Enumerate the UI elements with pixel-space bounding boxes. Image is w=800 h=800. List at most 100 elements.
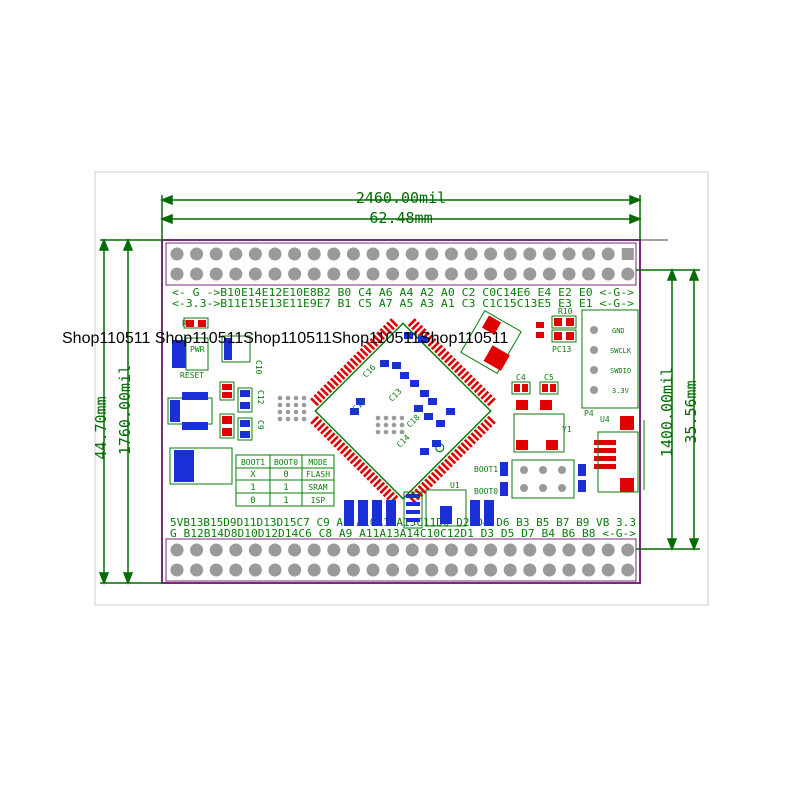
header-pin [248, 247, 262, 261]
header-pin [464, 267, 478, 281]
mcu-pin [326, 380, 336, 390]
header-pin [190, 563, 204, 577]
header-pin [366, 543, 380, 557]
mcu-pin [323, 384, 333, 394]
ldo-regulator [460, 310, 522, 374]
via [285, 416, 291, 422]
header-pin-square [621, 248, 634, 260]
via [277, 395, 283, 401]
mcu-pin [359, 347, 369, 357]
mcu-pin [333, 374, 343, 384]
mcu-chip [310, 318, 496, 504]
header-pin [562, 247, 576, 261]
bottom-header-outline [165, 538, 637, 582]
header-pin [346, 267, 360, 281]
boot-table-cell: FLASH [306, 470, 330, 479]
header-pin [425, 543, 439, 557]
header-pin [288, 267, 302, 281]
header-pin [386, 267, 400, 281]
mcu-pin [320, 425, 329, 435]
label-y1: Y1 [562, 425, 572, 434]
pwr-led [172, 337, 209, 371]
mcu-pin [333, 438, 343, 448]
header-pin [307, 267, 321, 281]
boot-table-cell: 0 [250, 496, 255, 506]
mcu-pin [440, 351, 450, 361]
mcu-pin [420, 481, 430, 491]
mcu-pin [486, 415, 496, 425]
header-pin [268, 543, 282, 557]
header-pin [444, 563, 458, 577]
r1-r2-resistors [219, 381, 235, 439]
mcu-pin [434, 344, 444, 354]
swd-pin-gnd: GND [612, 327, 625, 335]
mcu-pin [316, 422, 326, 432]
header-pin [229, 543, 243, 557]
mcu-pin [473, 428, 483, 438]
header-pin [229, 267, 243, 281]
header-pin [268, 247, 282, 261]
c10-capacitor [221, 335, 251, 363]
watermark-text: Shop110511 Shop110511Shop110511Shop11051… [62, 330, 508, 347]
mcu-pin [359, 465, 369, 475]
header-pin [229, 247, 243, 261]
label-boot1: BOOT1 [474, 465, 498, 474]
top-header-label-upper: <- G ->B10E14E12E10E8B2 B0 C4 A6 A4 A2 A… [172, 286, 634, 299]
mcu-pin [349, 455, 359, 465]
via [301, 416, 307, 422]
header-pin [464, 247, 478, 261]
header-pin [248, 543, 262, 557]
header-pin [405, 543, 419, 557]
header-pin [444, 247, 458, 261]
header-pin [190, 247, 204, 261]
header-pin [366, 247, 380, 261]
mcu-pin [329, 435, 339, 445]
mcu-pin [379, 328, 389, 337]
header-pin [386, 563, 400, 577]
mcu-pin [453, 364, 463, 374]
boot-table-header-mode: MODE [308, 458, 327, 467]
mcu-pin [477, 387, 486, 397]
header-pin [582, 563, 596, 577]
mcu-pin [453, 448, 463, 458]
header-pin [229, 563, 243, 577]
header-pin [621, 267, 635, 281]
header-pin [268, 267, 282, 281]
mcu-pin [414, 488, 424, 498]
c4-c5-capacitors [511, 381, 559, 410]
via [399, 429, 405, 435]
header-pin [582, 267, 596, 281]
mcu-pin [326, 432, 336, 442]
mcu-pin [369, 475, 379, 485]
mcu-pin [362, 468, 372, 478]
mcu-pin [434, 468, 444, 478]
mcu-pin [386, 491, 395, 501]
header-pin [170, 563, 184, 577]
header-pin [307, 543, 321, 557]
mcu-pin [483, 419, 493, 428]
mcu-pin [339, 367, 349, 377]
header-pin [190, 543, 204, 557]
header-pin [170, 543, 184, 557]
mcu-pin [437, 347, 447, 357]
boot-table-cell: ISP [311, 496, 326, 505]
dimension-top [159, 194, 643, 240]
header-pin [386, 543, 400, 557]
mcu-pin [480, 422, 490, 432]
mcu-pin [450, 452, 460, 461]
header-pin [307, 563, 321, 577]
mcu-pin [470, 380, 480, 390]
mcu-pin [411, 321, 420, 331]
dimension-right-mm: 35.56mm [682, 380, 700, 443]
header-pin [170, 267, 184, 281]
top-header-label-lower: <-3.3->B11E15E13E11E9E7 B1 C5 A7 A5 A3 A… [172, 297, 634, 310]
via [293, 416, 299, 422]
header-pin [562, 267, 576, 281]
dimension-left-mil: 1760.00mil [116, 365, 134, 455]
via [391, 422, 397, 428]
mcu-pin [477, 425, 486, 435]
mcu-pin [343, 448, 353, 458]
dimension-top-mm: 62.48mm [369, 209, 432, 227]
mcu-pin [473, 384, 483, 394]
mcu-pin [316, 390, 326, 400]
